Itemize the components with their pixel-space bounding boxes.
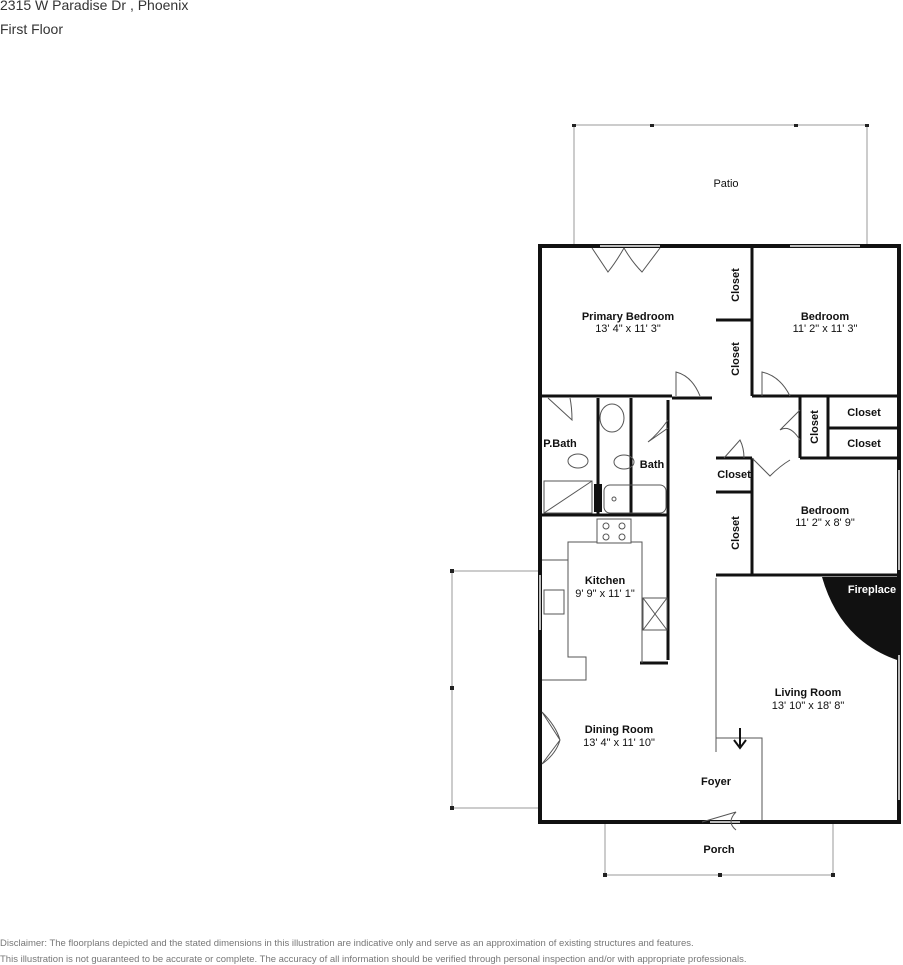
porch-label: Porch [703,844,734,856]
closet-a-label: Closet [730,268,742,302]
disclaimer-line-1: Disclaimer: The floorplans depicted and … [0,938,694,949]
windows [539,245,900,823]
kitchen-label: Kitchen [585,575,626,587]
patio-label: Patio [713,178,738,190]
living-room-label: Living Room [775,687,842,699]
patio-outline [572,124,869,244]
property-address: 2315 W Paradise Dr , Phoenix [0,0,189,13]
primary-bedroom-label: Primary Bedroom [582,311,675,323]
living-room-dims: 13' 10" x 18' 8" [772,700,845,712]
bedroom-1-label: Bedroom [801,311,850,323]
bath-label: Bath [640,459,665,471]
primary-bedroom-dims: 13' 4" x 11' 3" [595,323,661,335]
bedroom-2-dims: 11' 2" x 8' 9" [795,517,855,529]
doors [541,247,801,831]
fireplace-shape [822,577,897,660]
bedroom-1-dims: 11' 2" x 11' 3" [793,323,858,335]
closet-g-label: Closet [730,516,742,550]
closet-d-label: Closet [847,407,881,419]
bath-fixtures [543,403,667,514]
foyer-partition [715,578,763,820]
bedroom-2-label: Bedroom [801,505,850,517]
kitchen-fixtures [542,518,668,681]
foyer-label: Foyer [701,776,732,788]
dining-room-dims: 13' 4" x 11' 10" [583,737,655,749]
closet-b-label: Closet [730,342,742,376]
closet-c-label: Closet [809,410,821,444]
floor-label: First Floor [0,21,63,37]
p-bath-label: P.Bath [543,438,577,450]
closet-f-label: Closet [717,469,751,481]
kitchen-dims: 9' 9" x 11' 1" [575,588,635,600]
side-deck-outline [450,569,540,810]
fireplace-label: Fireplace [848,584,896,596]
closet-e-label: Closet [847,438,881,450]
dining-room-label: Dining Room [585,724,654,736]
porch-outline [603,822,835,877]
